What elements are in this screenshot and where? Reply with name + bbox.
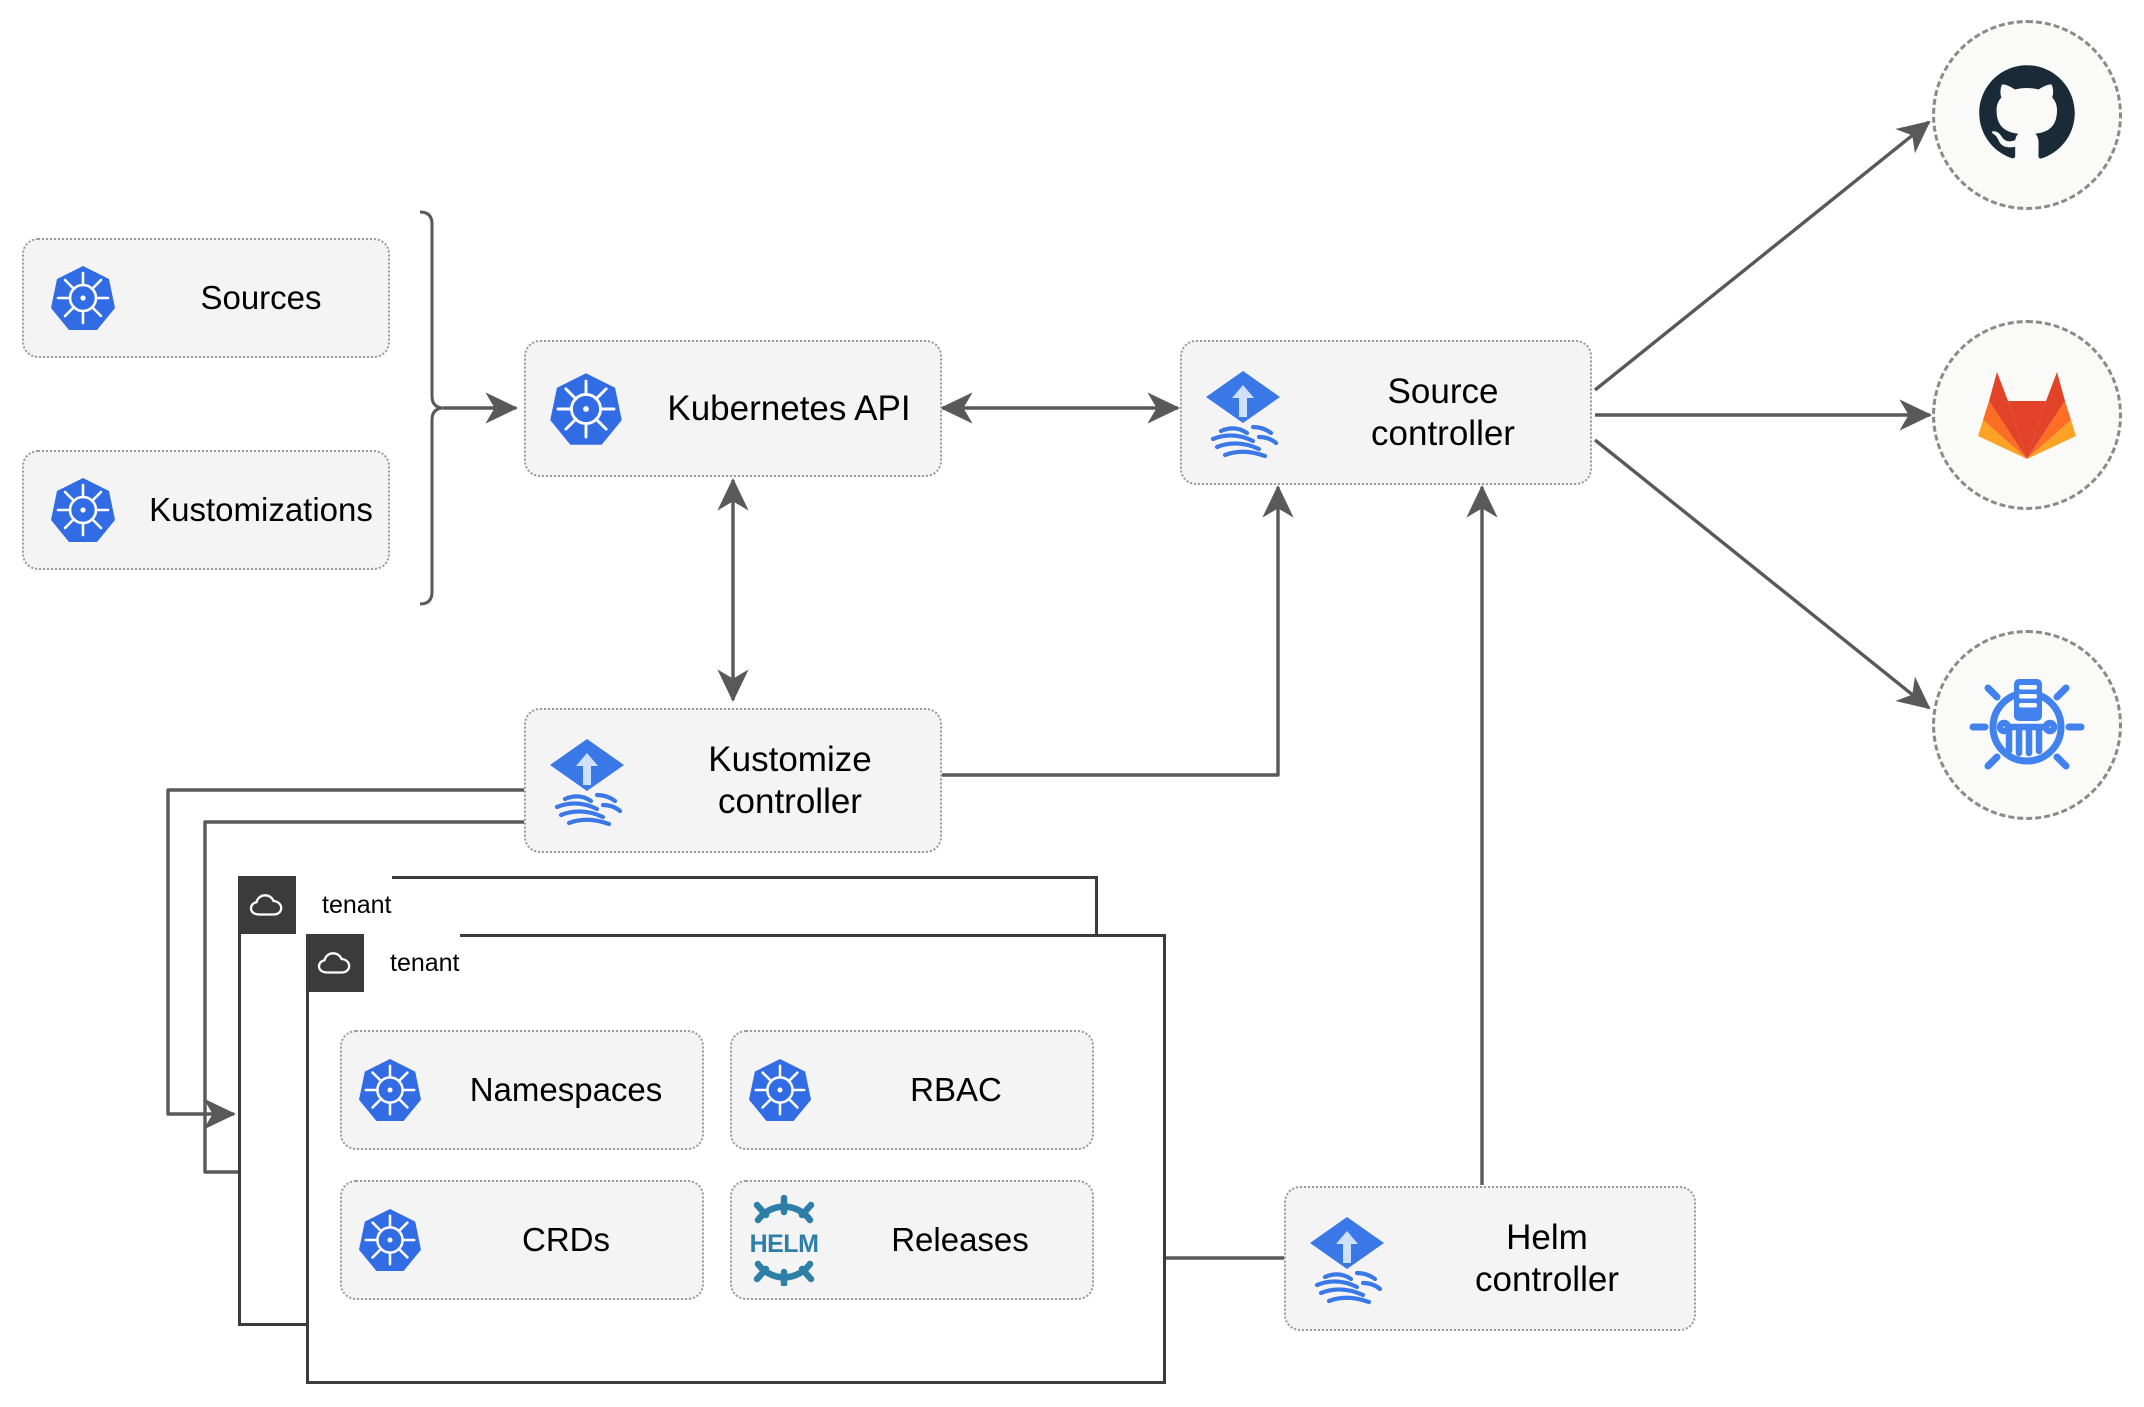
node-sources-label: Sources — [200, 279, 322, 317]
kubernetes-icon — [24, 264, 142, 332]
node-kustomizations[interactable]: Kustomizations — [22, 450, 390, 570]
gitlab-icon — [1975, 363, 2079, 468]
node-kubernetes-api-label: Kubernetes API — [667, 388, 911, 428]
wire-source-controller-to-helm-repo — [1593, 438, 1931, 710]
wire-source-controller-to-github — [1593, 120, 1931, 392]
cloud-icon — [306, 934, 364, 992]
node-helm-controller[interactable]: Helm controller — [1284, 1186, 1696, 1331]
kubernetes-icon — [342, 1207, 438, 1273]
helm-icon: HELM — [732, 1194, 836, 1286]
node-rbac[interactable]: RBAC — [730, 1030, 1094, 1150]
node-crds[interactable]: CRDs — [340, 1180, 704, 1300]
cloud-icon — [238, 876, 296, 934]
kubernetes-icon — [342, 1057, 438, 1123]
node-releases[interactable]: HELM Releases — [730, 1180, 1094, 1300]
endpoint-gitlab[interactable] — [1932, 320, 2122, 510]
node-kubernetes-api[interactable]: Kubernetes API — [524, 340, 942, 477]
node-source-controller[interactable]: Source controller — [1180, 340, 1592, 485]
group-bracket — [419, 210, 446, 606]
tenant-back-label: tenant — [322, 890, 392, 919]
node-kustomize-controller[interactable]: Kustomize controller — [524, 708, 942, 853]
endpoint-helm-repository[interactable] — [1932, 630, 2122, 820]
node-kustomizations-label: Kustomizations — [149, 491, 373, 529]
kubernetes-icon — [732, 1057, 828, 1123]
node-kustomize-controller-label: Kustomize controller — [708, 739, 872, 821]
endpoint-github[interactable] — [1932, 20, 2122, 210]
wire-kustomize-to-source-controller — [940, 484, 1294, 777]
tenant-front-titlebar: tenant — [306, 934, 460, 992]
flux-icon — [1286, 1213, 1408, 1305]
svg-text:HELM: HELM — [750, 1230, 819, 1258]
flux-icon — [526, 735, 648, 827]
node-rbac-label: RBAC — [910, 1071, 1002, 1109]
node-source-controller-label: Source controller — [1371, 371, 1515, 453]
tenant-window-front[interactable]: tenant — [306, 934, 1166, 1384]
flux-icon — [1182, 367, 1304, 459]
kubernetes-icon — [24, 476, 142, 544]
kubernetes-icon — [526, 371, 646, 447]
node-namespaces[interactable]: Namespaces — [340, 1030, 704, 1150]
node-releases-label: Releases — [891, 1221, 1029, 1259]
node-crds-label: CRDs — [522, 1221, 610, 1259]
tenant-back-titlebar: tenant — [238, 876, 392, 934]
helm-repository-icon — [1969, 665, 2085, 786]
tenant-front-label: tenant — [390, 948, 460, 977]
github-icon — [1975, 61, 2079, 170]
node-sources[interactable]: Sources — [22, 238, 390, 358]
node-namespaces-label: Namespaces — [469, 1071, 663, 1109]
node-helm-controller-label: Helm controller — [1475, 1217, 1619, 1299]
